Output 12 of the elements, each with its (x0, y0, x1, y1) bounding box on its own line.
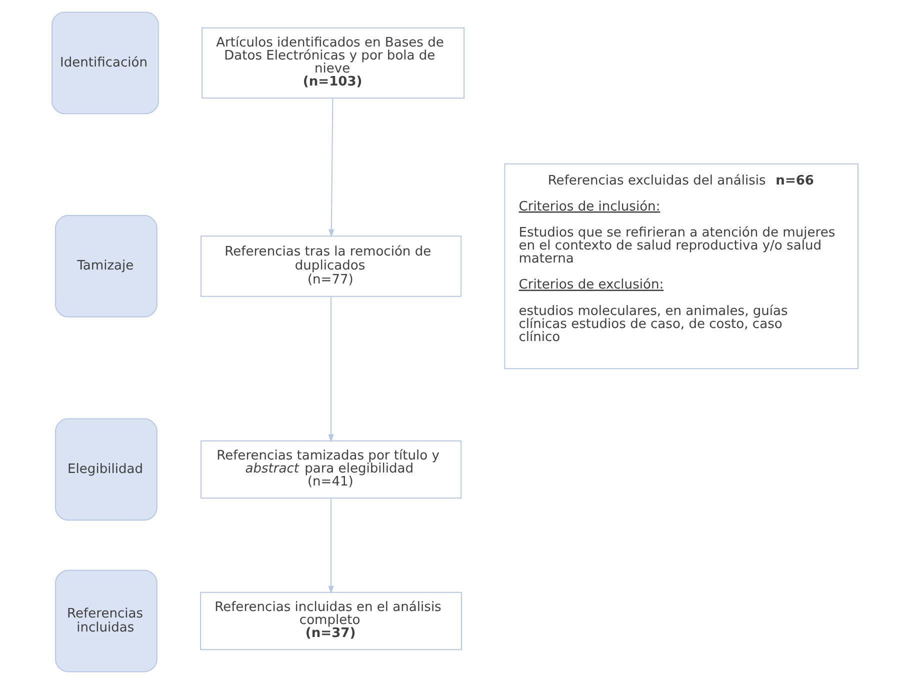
node-box: Referencias incluidas (55, 570, 158, 672)
arrow (328, 98, 334, 238)
node-box: Referencias tamizadas por título y abstract para elegibilidad (n=41) (200, 440, 462, 499)
node-box: Referencias tras la remoción de duplicados (n=77) (200, 236, 462, 297)
node-box: Tamizaje (55, 215, 158, 318)
arrow (328, 498, 334, 594)
arrow (328, 296, 334, 442)
node-box: Artículos identificados en Bases de Datos Electrónicas y por bola de nieve (n=103) (202, 27, 465, 99)
node-box: Identificación (52, 12, 159, 114)
node-box: Elegibilidad (55, 418, 158, 521)
node-box: Referencias excluidas del análisis n=66 Criterios de inclusión: Estudios que se refirieran a atención de mujeres en el contexto de salud reproductiva y/o salud materna Criterios de exclusión: estudios moleculares, en animales, guías clínicas estudios de caso, de costo, caso clínico (504, 163, 858, 370)
node-box: Referencias incluidas en el análisis completo (n=37) (200, 592, 462, 650)
